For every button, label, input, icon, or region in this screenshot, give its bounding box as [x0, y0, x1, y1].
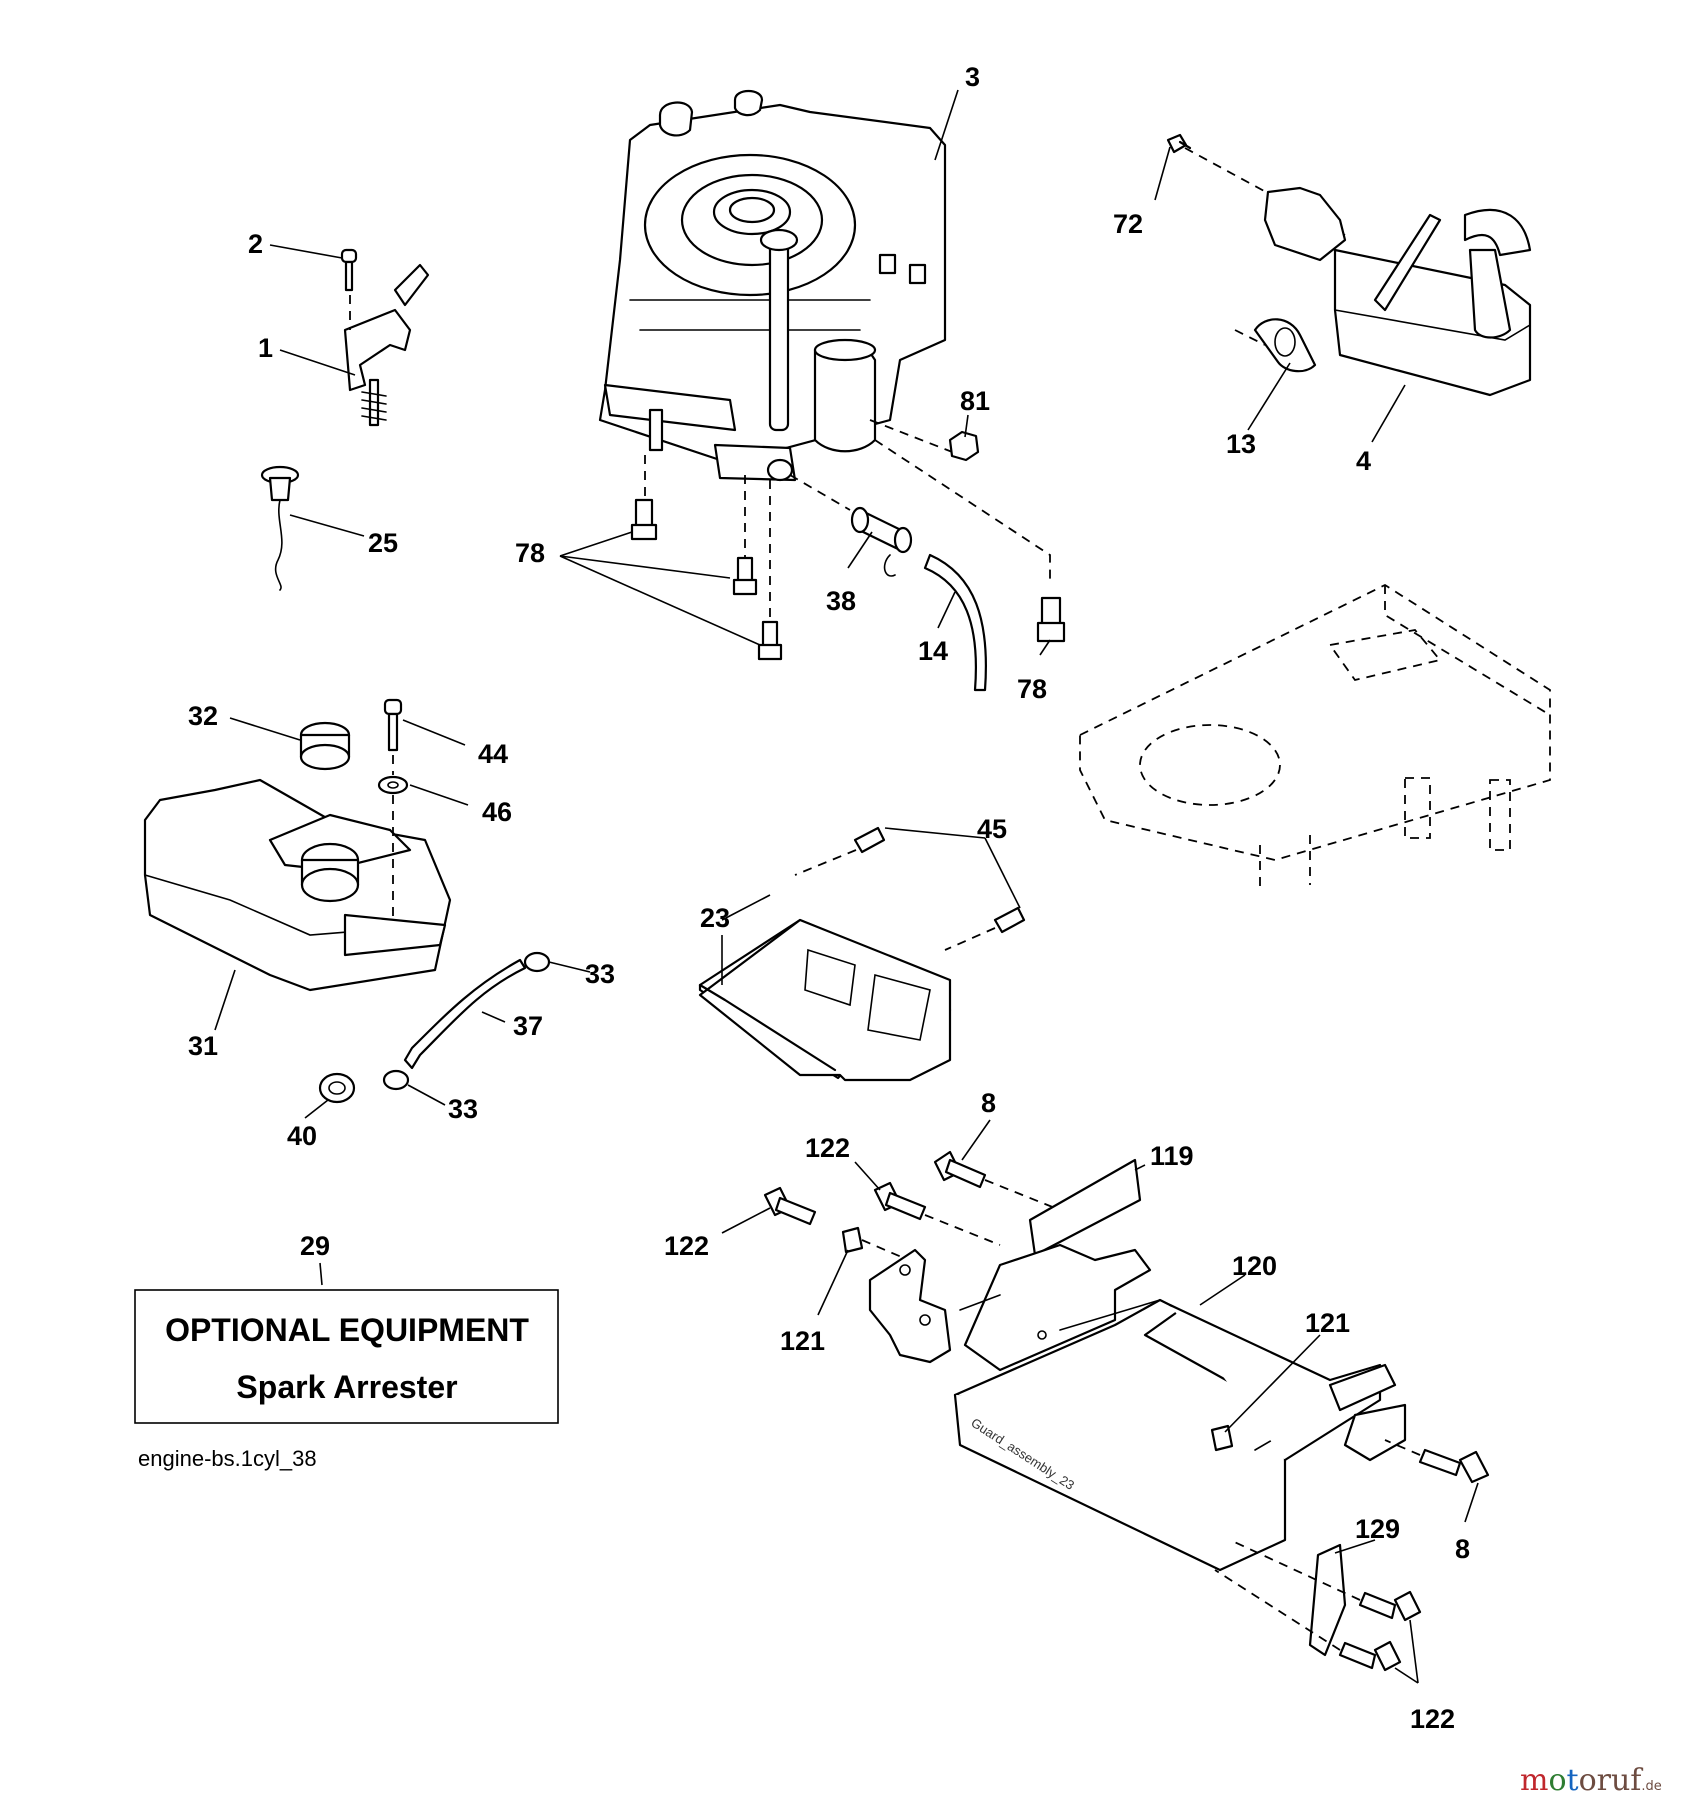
watermark-rest: oruf [1579, 1763, 1644, 1798]
callout-38: 38 [826, 586, 856, 616]
fuel-line-14 [923, 553, 987, 692]
callout-25: 25 [368, 528, 398, 558]
callout-78-right: 78 [1017, 674, 1047, 704]
callout-4: 4 [1356, 446, 1371, 476]
fuel-filter-38 [850, 506, 913, 577]
bolt-78-b [732, 556, 758, 596]
callout-122-bottom: 122 [1410, 1704, 1455, 1734]
muffler-4 [1263, 186, 1532, 397]
callout-81: 81 [960, 386, 990, 416]
guard-120 [953, 1298, 1407, 1572]
watermark-letter-o: o [1548, 1763, 1566, 1798]
watermark-suffix: .de [1641, 1779, 1661, 1794]
callout-78-left: 78 [515, 538, 545, 568]
bolt-45-a [853, 826, 886, 854]
bolt-122-right-b [1338, 1640, 1402, 1672]
bolt-78-a [630, 498, 658, 541]
callout-37: 37 [513, 1011, 543, 1041]
optional-equipment-item: Spark Arrester [236, 1369, 457, 1405]
grommet-40 [318, 1072, 356, 1104]
bolt-122-mid [873, 1181, 927, 1221]
callout-121-right: 121 [1305, 1308, 1350, 1338]
screw-2 [340, 248, 358, 292]
callout-32: 32 [188, 701, 218, 731]
fuel-line-37 [403, 958, 527, 1070]
callout-122-top: 122 [805, 1133, 850, 1163]
bolt-78-c [757, 620, 783, 661]
callout-72: 72 [1113, 209, 1143, 239]
callout-44: 44 [478, 739, 508, 769]
callout-31: 31 [188, 1031, 218, 1061]
callout-29: 29 [300, 1231, 330, 1261]
bracket-119 [959, 1158, 1152, 1372]
screw-44 [383, 698, 403, 752]
clamp-33-bottom [382, 1069, 410, 1091]
fuel-tank-31 [143, 778, 452, 992]
engine-part-3 [598, 89, 947, 482]
motoruf-watermark: motoruf.de [1520, 1763, 1662, 1798]
fuel-cap-32 [299, 721, 351, 771]
diagram-caption: engine-bs.1cyl_38 [138, 1446, 317, 1471]
nut-121-right [1210, 1424, 1234, 1452]
washer-46 [377, 775, 409, 795]
plate-129 [1308, 1543, 1347, 1657]
callout-46: 46 [482, 797, 512, 827]
optional-equipment-title: OPTIONAL EQUIPMENT [165, 1312, 529, 1348]
callout-45: 45 [977, 814, 1007, 844]
callout-3: 3 [965, 62, 980, 92]
bolt-122-left [763, 1186, 817, 1226]
watermark-letter-m: m [1520, 1763, 1548, 1798]
bolt-8-top [933, 1150, 987, 1189]
bolt-45-b [993, 906, 1026, 934]
gasket-13 [1253, 318, 1317, 373]
bolt-78-d [1036, 596, 1066, 643]
callout-8-right: 8 [1455, 1534, 1470, 1564]
callout-119: 119 [1150, 1141, 1194, 1171]
bolt-72 [1166, 133, 1192, 154]
nut-81 [948, 430, 980, 462]
nut-121-left [841, 1226, 864, 1254]
heat-shield-23 [698, 918, 952, 1082]
callout-33-bottom: 33 [448, 1094, 478, 1124]
callout-23: 23 [700, 903, 730, 933]
callout-2: 2 [248, 229, 263, 259]
bolt-8-right [1418, 1448, 1490, 1484]
throttle-control-1 [343, 263, 430, 427]
watermark-letter-t: t [1567, 1763, 1579, 1798]
callout-33-top: 33 [585, 959, 615, 989]
callout-129: 129 [1355, 1514, 1400, 1544]
svg-text:motoruf.de: motoruf.de [1520, 1763, 1662, 1798]
callout-40: 40 [287, 1121, 317, 1151]
callout-121-left: 121 [780, 1326, 825, 1356]
clamp-33-top [523, 951, 551, 973]
bracket-left [868, 1248, 952, 1364]
callout-120: 120 [1232, 1251, 1277, 1281]
leader-lines [214, 89, 1479, 1684]
optional-equipment-box [134, 1289, 559, 1424]
callout-122-left: 122 [664, 1231, 709, 1261]
choke-knob-25 [260, 465, 300, 591]
callout-14: 14 [918, 636, 948, 666]
engine-mount-frame [1079, 583, 1551, 890]
callout-8-top: 8 [981, 1088, 996, 1118]
callout-13: 13 [1226, 429, 1256, 459]
callout-1: 1 [258, 333, 273, 363]
bolt-122-right-a [1358, 1590, 1422, 1622]
